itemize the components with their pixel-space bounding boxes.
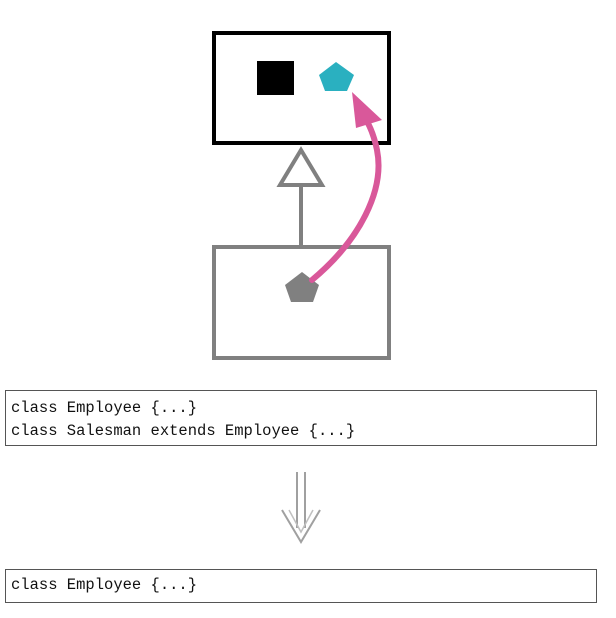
code-before-block: class Employee {...} class Salesman exte… [5,390,597,446]
superclass-box [212,31,391,145]
code-line-salesman: class Salesman extends Employee {...} [11,422,356,440]
pulled-up-pentagon-icon [319,62,354,91]
code-line-employee: class Employee {...} [11,399,198,417]
refactoring-diagram [212,31,391,360]
square-field-icon [257,61,294,95]
pull-up-arrowhead-icon [352,92,382,128]
inheritance-triangle-icon [276,146,326,187]
subclass-box [212,245,391,360]
transform-arrow-icon [281,472,321,544]
code-after-block: class Employee {...} [5,569,597,603]
pull-up-arrow [309,113,382,283]
code-line-employee-after: class Employee {...} [11,576,198,594]
